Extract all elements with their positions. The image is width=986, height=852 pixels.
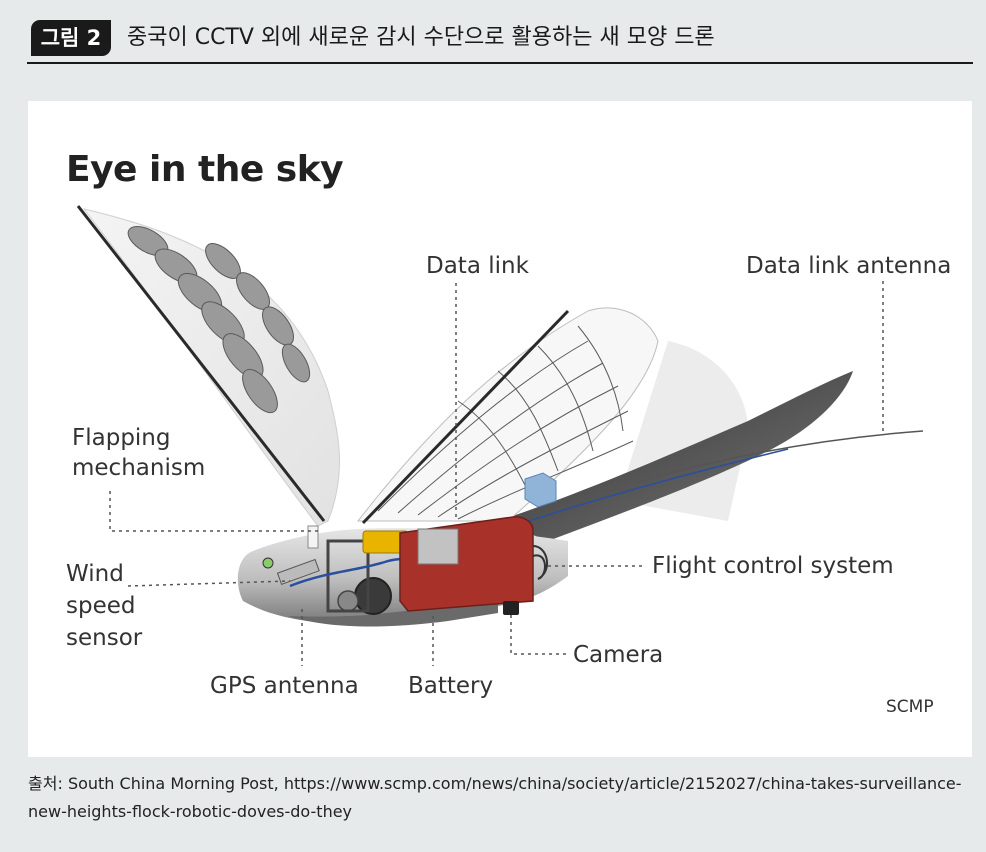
label-flight-control: Flight control system xyxy=(652,551,894,581)
label-battery: Battery xyxy=(408,671,493,701)
figure-number-badge: 그림 2 xyxy=(31,20,111,56)
label-mechanism: mechanism xyxy=(72,453,205,483)
diagram-card: Eye in the sky Data link Data link anten… xyxy=(28,101,972,757)
leader-camera xyxy=(511,615,568,654)
flight-control-panel xyxy=(418,529,458,564)
flapping-post xyxy=(308,526,318,548)
label-speed: speed xyxy=(66,591,135,621)
label-data-link: Data link xyxy=(426,251,529,281)
label-sensor: sensor xyxy=(66,623,142,653)
source-prefix: 출처: xyxy=(28,774,63,793)
gear-small xyxy=(338,591,358,611)
leader-flapping xyxy=(110,491,318,531)
label-flapping: Flapping xyxy=(72,423,170,453)
label-wind: Wind xyxy=(66,559,124,589)
source-text: South China Morning Post, https://www.sc… xyxy=(28,774,962,821)
figure-header: 그림 2 중국이 CCTV 외에 새로운 감시 수단으로 활용하는 새 모양 드… xyxy=(27,18,973,64)
figure-title: 중국이 CCTV 외에 새로운 감시 수단으로 활용하는 새 모양 드론 xyxy=(127,22,715,54)
camera-body xyxy=(503,601,519,615)
label-gps-antenna: GPS antenna xyxy=(210,671,359,701)
label-camera: Camera xyxy=(573,640,663,670)
diagram-title: Eye in the sky xyxy=(66,149,343,190)
gear-large xyxy=(355,578,391,614)
data-link-module xyxy=(525,473,556,507)
eye xyxy=(263,558,273,568)
credit-scmp: SCMP xyxy=(886,697,934,717)
source-note: 출처: South China Morning Post, https://ww… xyxy=(28,770,968,826)
label-data-link-antenna: Data link antenna xyxy=(746,251,951,281)
